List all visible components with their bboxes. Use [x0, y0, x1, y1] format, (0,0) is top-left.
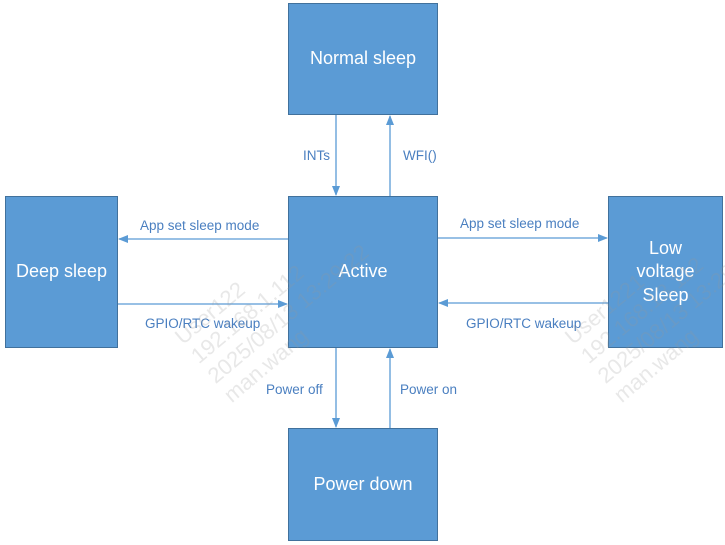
state-normal-sleep: Normal sleep [288, 3, 438, 115]
label-gpio-rtc-wakeup-right: GPIO/RTC wakeup [466, 316, 581, 331]
label-ints: INTs [303, 148, 330, 163]
state-active: Active [288, 196, 438, 348]
label-wfi: WFI() [403, 148, 437, 163]
state-deep-sleep-label: Deep sleep [15, 261, 108, 282]
label-power-on: Power on [400, 382, 457, 397]
state-active-label: Active [338, 261, 388, 282]
state-deep-sleep: Deep sleep [5, 196, 118, 348]
state-low-voltage-sleep: Low voltage Sleep [608, 196, 723, 348]
state-low-voltage-sleep-label: Low voltage Sleep [636, 237, 695, 305]
state-power-down: Power down [288, 428, 438, 541]
label-gpio-rtc-wakeup-left: GPIO/RTC wakeup [145, 316, 260, 331]
label-app-set-sleep-mode-left: App set sleep mode [140, 218, 259, 233]
label-app-set-sleep-mode-right: App set sleep mode [460, 216, 579, 231]
label-power-off: Power off [266, 382, 323, 397]
state-normal-sleep-label: Normal sleep [309, 48, 417, 69]
state-power-down-label: Power down [313, 473, 413, 494]
